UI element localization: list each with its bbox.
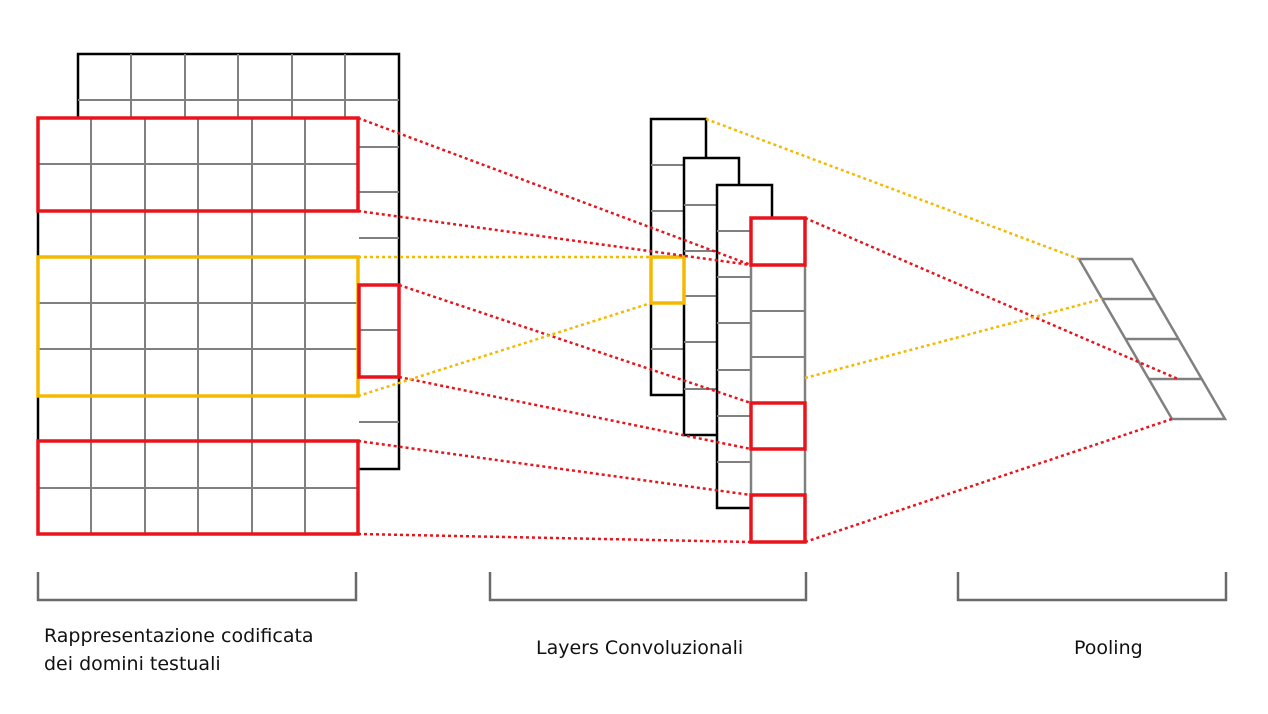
bracket-input bbox=[36, 572, 358, 602]
input-label-line1: Rappresentazione codificata bbox=[44, 625, 314, 647]
connections-red bbox=[357, 116, 1179, 544]
brackets bbox=[36, 572, 1228, 602]
bracket-conv bbox=[488, 572, 808, 602]
pooling-label: Pooling bbox=[1074, 637, 1143, 659]
conv-label: Layers Convoluzionali bbox=[536, 637, 744, 659]
filter-window-red-bottom bbox=[36, 439, 360, 536]
bracket-pool bbox=[956, 572, 1228, 602]
conv-cell-red-middle bbox=[749, 401, 807, 451]
input-matrix-front bbox=[36, 118, 358, 534]
input-label: Rappresentazione codificata dei domini t… bbox=[44, 622, 314, 678]
input-label-line2: dei domini testuali bbox=[44, 653, 221, 675]
filter-window-red-top bbox=[36, 116, 360, 213]
pooling-vector bbox=[1076, 257, 1228, 421]
conv-cell-yellow bbox=[649, 255, 686, 305]
conv-cell-red-bottom bbox=[749, 493, 807, 544]
connections-yellow bbox=[357, 117, 1103, 398]
conv-cell-red-top bbox=[749, 216, 807, 267]
filter-window-red-back bbox=[357, 283, 401, 379]
conv-map-4 bbox=[749, 216, 807, 544]
